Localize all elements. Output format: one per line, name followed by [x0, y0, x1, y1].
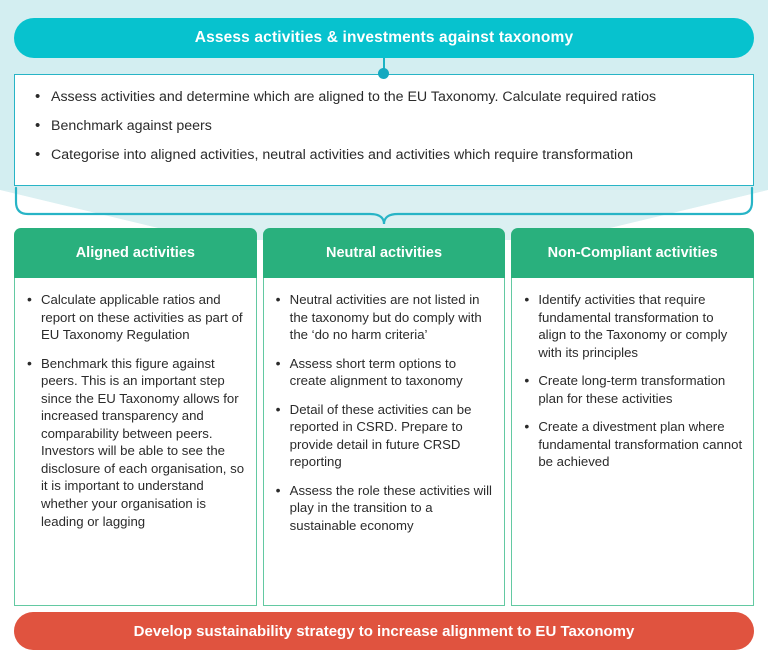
- list-item: Create a divestment plan where fundament…: [524, 417, 743, 471]
- connector-dot-icon: [378, 68, 389, 79]
- column-title: Neutral activities: [325, 245, 443, 261]
- list-item: Benchmark this figure against peers. Thi…: [27, 354, 246, 530]
- column-bullet-list: Calculate applicable ratios and report o…: [15, 278, 256, 530]
- column-body-aligned: Calculate applicable ratios and report o…: [14, 278, 257, 606]
- column-header-aligned[interactable]: Aligned activities: [14, 228, 257, 278]
- column-bullet-list: Neutral activities are not listed in the…: [264, 278, 505, 535]
- column-neutral-activities: Neutral activities Neutral activities ar…: [262, 228, 506, 606]
- overview-bullet-list: Assess activities and determine which ar…: [15, 75, 753, 164]
- activity-columns: Aligned activities Calculate applicable …: [14, 228, 755, 606]
- list-item: Neutral activities are not listed in the…: [276, 290, 495, 344]
- top-banner[interactable]: Assess activities & investments against …: [14, 18, 754, 58]
- list-item: Identify activities that require fundame…: [524, 290, 743, 361]
- column-header-neutral[interactable]: Neutral activities: [262, 228, 506, 278]
- column-non-compliant-activities: Non-Compliant activities Identify activi…: [511, 228, 755, 606]
- list-item: Assess the role these activities will pl…: [276, 481, 495, 535]
- column-body-non-compliant: Identify activities that require fundame…: [511, 278, 755, 606]
- bottom-banner[interactable]: Develop sustainability strategy to incre…: [14, 612, 754, 650]
- column-title: Non-Compliant activities: [547, 245, 718, 261]
- bottom-banner-label: Develop sustainability strategy to incre…: [133, 622, 635, 640]
- column-header-non-compliant[interactable]: Non-Compliant activities: [511, 228, 755, 278]
- list-item: Benchmark against peers: [33, 117, 753, 135]
- list-item: Detail of these activities can be report…: [276, 400, 495, 471]
- column-title: Aligned activities: [75, 245, 195, 261]
- list-item: Assess activities and determine which ar…: [33, 88, 753, 106]
- overview-box: Assess activities and determine which ar…: [14, 74, 754, 186]
- column-aligned-activities: Aligned activities Calculate applicable …: [14, 228, 257, 606]
- brace-connector: [14, 186, 754, 224]
- list-item: Assess short term options to create alig…: [276, 354, 495, 390]
- column-body-neutral: Neutral activities are not listed in the…: [262, 278, 506, 606]
- column-bullet-list: Identify activities that require fundame…: [512, 278, 753, 471]
- top-banner-label: Assess activities & investments against …: [194, 29, 574, 46]
- connector-stem: [383, 58, 385, 72]
- list-item: Categorise into aligned activities, neut…: [33, 146, 753, 164]
- list-item: Create long-term transformation plan for…: [524, 371, 743, 407]
- list-item: Calculate applicable ratios and report o…: [27, 290, 246, 344]
